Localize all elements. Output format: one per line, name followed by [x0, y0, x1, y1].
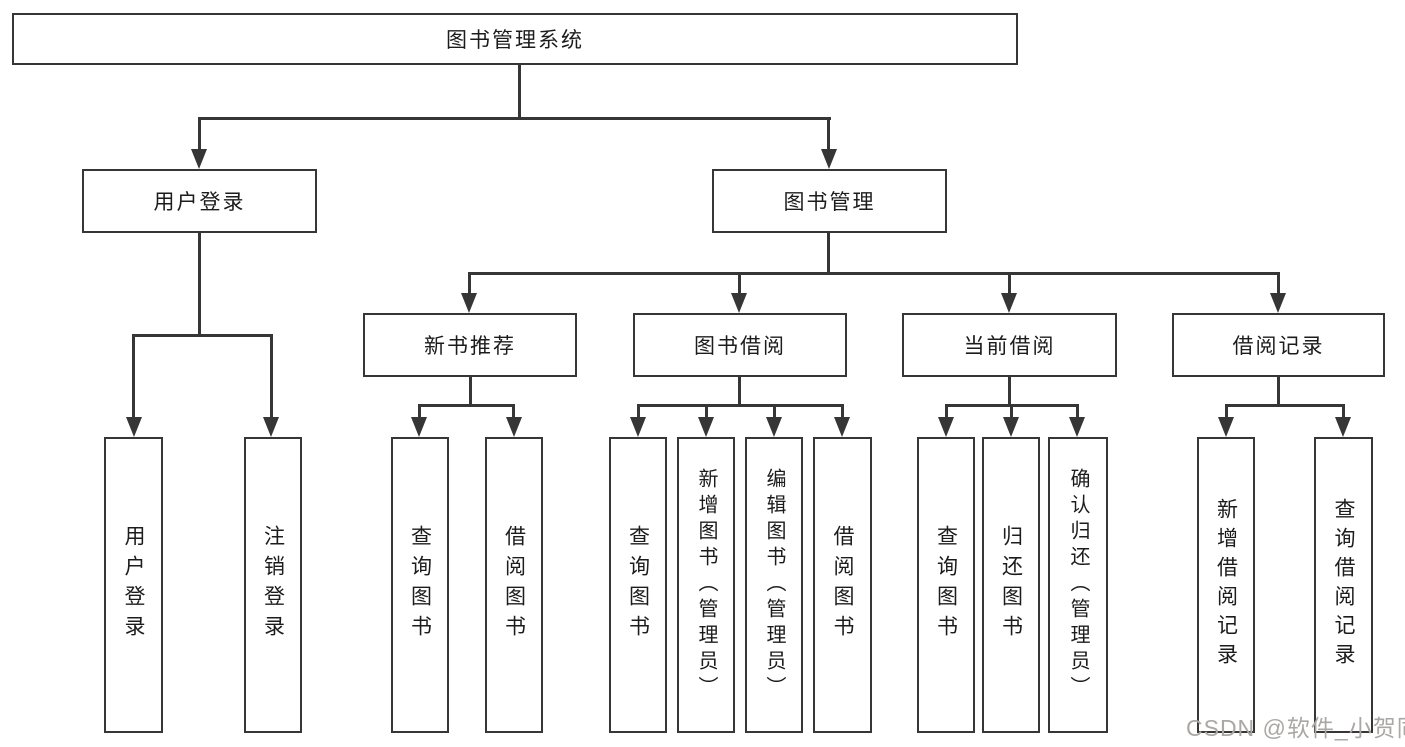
- node-borrow-books-2: 借阅图书: [813, 437, 872, 733]
- arrowhead-borrow-books1: [506, 417, 522, 437]
- arrowhead-logout: [263, 417, 279, 437]
- connector-new-book-rail: [418, 404, 515, 407]
- node-query-borrow-record: 查询借阅记录: [1314, 437, 1373, 733]
- connector-query-books2-drop: [637, 404, 640, 419]
- node-book-management: 图书管理: [712, 169, 947, 233]
- node-logout: 注销登录: [244, 437, 302, 733]
- csdn-watermark: CSDN @软件_小贺同学: [1186, 715, 1405, 741]
- connector-new-book-stem: [469, 377, 472, 407]
- connector-borrowing-records-stem: [1277, 377, 1280, 407]
- arrowhead-query-books1: [411, 417, 427, 437]
- connector-edit-book-drop: [773, 404, 776, 419]
- connector-user-login-stem: [198, 233, 201, 337]
- arrowhead-book-borrowing: [731, 293, 747, 313]
- node-current-borrowing: 当前借阅: [902, 313, 1117, 377]
- node-query-books-1: 查询图书: [391, 437, 449, 733]
- connector-book-borrowing-drop: [738, 272, 741, 297]
- connector-query-record-drop: [1342, 404, 1345, 419]
- connector-new-book-drop: [468, 272, 471, 297]
- connector-logout-drop: [270, 334, 273, 421]
- connector-add-record-drop: [1225, 404, 1228, 419]
- connector-borrowing-records-rail: [1225, 404, 1344, 407]
- arrowhead-add-book: [698, 417, 714, 437]
- connector-user-login-drop: [198, 117, 201, 153]
- connector-book-borrowing-rail: [637, 404, 844, 407]
- arrowhead-book-management: [821, 149, 837, 169]
- connector-level3-rail: [469, 272, 1280, 275]
- node-add-book-admin: 新增图书（管理员）: [677, 437, 735, 733]
- arrowhead-borrow-books2: [834, 417, 850, 437]
- connector-query-books1-drop: [418, 404, 421, 419]
- arrowhead-query-record: [1335, 417, 1351, 437]
- connector-current-borrowing-drop: [1008, 272, 1011, 297]
- node-add-borrow-record: 新增借阅记录: [1197, 437, 1255, 733]
- node-borrowing-records: 借阅记录: [1172, 313, 1385, 377]
- connector-add-book-drop: [705, 404, 708, 419]
- node-borrow-books-1: 借阅图书: [485, 437, 543, 733]
- connector-book-management-stem: [827, 233, 830, 275]
- node-new-book-recommendation: 新书推荐: [363, 313, 577, 377]
- node-library-management-system: 图书管理系统: [12, 13, 1018, 65]
- arrowhead-return-book: [1003, 417, 1019, 437]
- arrowhead-confirm-return: [1069, 417, 1085, 437]
- node-edit-book-admin: 编辑图书（管理员）: [745, 437, 803, 733]
- connector-borrow-books1-drop: [512, 404, 515, 419]
- arrowhead-current-borrowing: [1001, 293, 1017, 313]
- connector-user-login-rail: [132, 334, 273, 337]
- arrowhead-query-books3: [938, 417, 954, 437]
- connector-user-login-leaf1-drop: [132, 334, 135, 421]
- arrowhead-query-books2: [630, 417, 646, 437]
- connector-confirm-return-drop: [1076, 404, 1079, 419]
- connector-query-books3-drop: [945, 404, 948, 419]
- node-return-book: 归还图书: [982, 437, 1040, 733]
- node-query-books-3: 查询图书: [917, 437, 975, 733]
- connector-book-borrowing-stem: [738, 377, 741, 407]
- arrowhead-borrowing-records: [1270, 293, 1286, 313]
- node-user-login-branch: 用户登录: [82, 169, 317, 233]
- arrowhead-new-book: [461, 293, 477, 313]
- node-confirm-return-admin: 确认归还（管理员）: [1048, 437, 1108, 733]
- connector-current-borrowing-stem: [1008, 377, 1011, 407]
- connector-borrow-books2-drop: [841, 404, 844, 419]
- node-user-login: 用户登录: [104, 437, 163, 733]
- arrowhead-user-login: [191, 149, 207, 169]
- node-query-books-2: 查询图书: [609, 437, 667, 733]
- connector-borrowing-records-drop: [1277, 272, 1280, 297]
- arrowhead-user-login-leaf: [126, 417, 142, 437]
- connector-root-stem: [518, 65, 521, 119]
- connector-level2-rail: [198, 117, 831, 120]
- arrowhead-add-record: [1218, 417, 1234, 437]
- connector-book-management-drop: [827, 117, 830, 153]
- node-book-borrowing: 图书借阅: [633, 313, 847, 377]
- connector-return-book-drop: [1010, 404, 1013, 419]
- arrowhead-edit-book: [766, 417, 782, 437]
